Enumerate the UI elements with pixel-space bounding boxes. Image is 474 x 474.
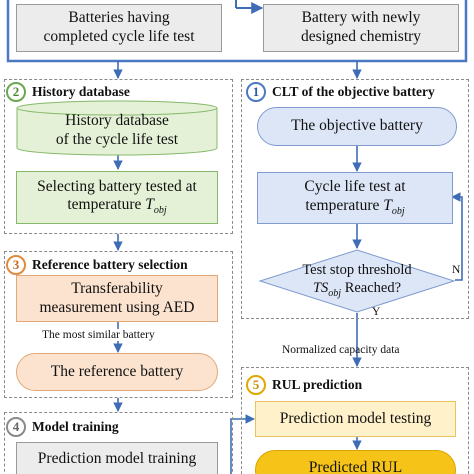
history-section <box>4 79 233 234</box>
cycle-line-2: temperature Tobj <box>305 196 405 217</box>
cycle-line-1: Cycle life test at <box>304 178 406 196</box>
select-line-1: Selecting battery tested at <box>37 177 197 195</box>
clt-section <box>241 79 469 319</box>
transfer-line-2: measurement using AED <box>39 298 195 316</box>
reference-number-badge: 3 <box>6 255 26 275</box>
history-db-line-2: of the cycle life test <box>55 131 179 148</box>
testing-label: Prediction model testing <box>279 409 432 427</box>
select-line-2: temperature Tobj <box>67 196 167 217</box>
objective-label: The objective battery <box>291 117 423 135</box>
decision-line-2: TSobj Reached? <box>312 279 402 299</box>
arrow-no-loop <box>451 192 463 281</box>
cycle-life-test-box: Cycle life test at temperature Tobj <box>257 172 453 224</box>
rul-section <box>241 367 469 474</box>
training-section <box>4 412 233 474</box>
reference-title-text: Reference battery selection <box>32 257 188 272</box>
newly-line-2: designed chemistry <box>300 28 422 45</box>
clt-title-text: CLT of the objective battery <box>272 84 435 99</box>
decision-line-1: Test stop threshold <box>302 262 412 279</box>
reference-title: 3 Reference battery selection <box>6 255 188 275</box>
no-label: N <box>452 264 461 276</box>
normalized-capacity-label: Normalized capacity data <box>282 344 400 356</box>
history-title-text: History database <box>32 84 130 99</box>
clt-number-badge: 1 <box>246 82 266 102</box>
yes-label: Y <box>372 306 381 318</box>
training-title-text: Model training <box>32 419 119 434</box>
newly-line-1: Battery with newly <box>301 9 421 27</box>
arrow-training-to-testing <box>230 414 255 474</box>
completed-line-2: completed cycle life test <box>43 28 195 45</box>
predicted-rul-box: Predicted RUL <box>255 450 456 474</box>
training-title: 4 Model training <box>6 417 119 437</box>
rul-title: 5 RUL prediction <box>246 375 362 395</box>
objective-battery-box: The objective battery <box>257 107 457 146</box>
newly-designed-box: Battery with newly designed chemistry <box>263 4 459 52</box>
history-db-line-1: History database <box>65 112 169 130</box>
most-similar-label: The most similar battery <box>40 329 157 341</box>
reference-label: The reference battery <box>50 362 184 380</box>
input-panel-frame <box>6 0 468 63</box>
reference-battery-box: The reference battery <box>16 353 218 391</box>
history-database-cylinder: History database of the cycle life test <box>16 100 218 156</box>
reference-section <box>4 251 233 398</box>
transferability-box: Transferability measurement using AED <box>16 275 218 322</box>
history-title: 2 History database <box>6 82 130 102</box>
decision-diamond <box>258 249 456 313</box>
completed-batteries-box: Batteries having completed cycle life te… <box>16 4 222 52</box>
training-label: Prediction model training <box>37 450 197 467</box>
select-battery-box: Selecting battery tested at temperature … <box>16 171 218 224</box>
rul-number-badge: 5 <box>246 375 266 395</box>
model-training-box: Prediction model training <box>16 442 218 474</box>
transfer-line-1: Transferability <box>71 279 163 297</box>
prediction-testing-box: Prediction model testing <box>255 401 456 437</box>
decision-text: Test stop threshold TSobj Reached? <box>270 258 444 304</box>
clt-title: 1 CLT of the objective battery <box>246 82 435 102</box>
predicted-label: Predicted RUL <box>308 459 403 474</box>
rul-title-text: RUL prediction <box>272 377 363 392</box>
training-number-badge: 4 <box>6 417 26 437</box>
history-number-badge: 2 <box>6 82 26 102</box>
completed-line-1: Batteries having <box>68 9 170 27</box>
